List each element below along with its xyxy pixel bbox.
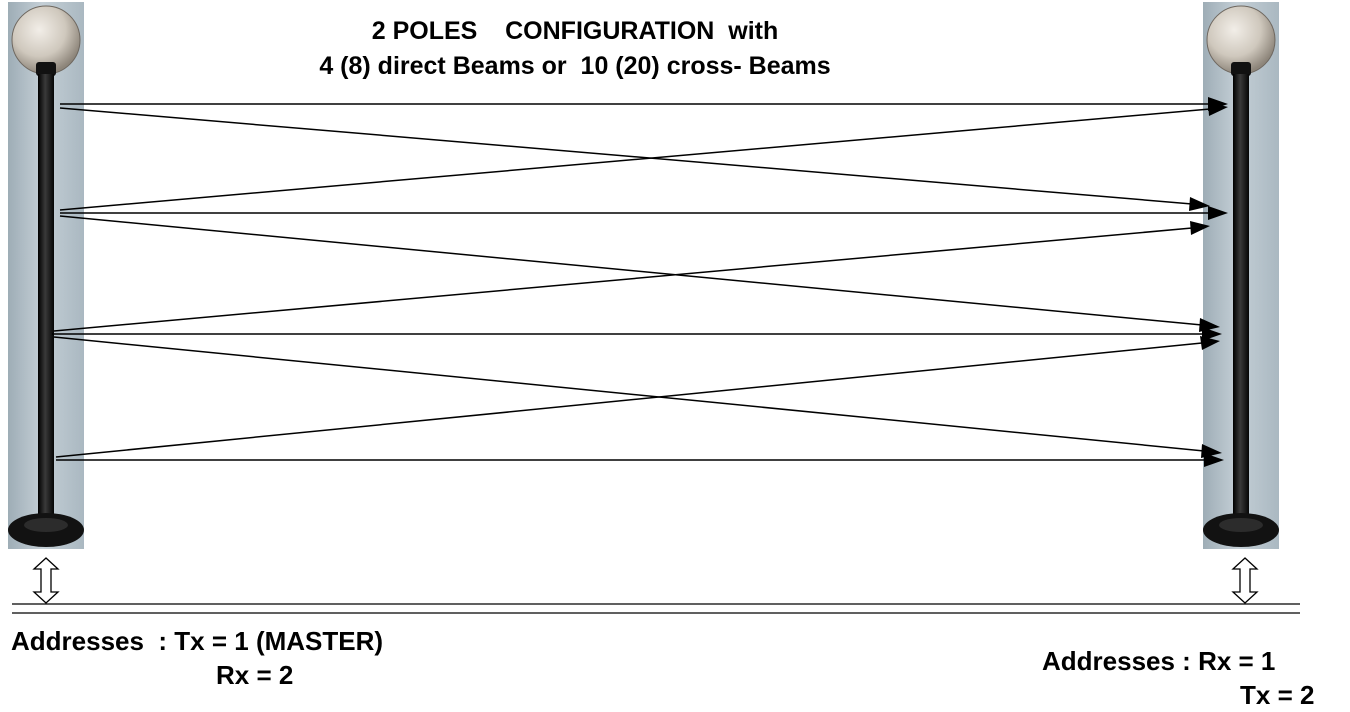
cross-beam-1 [59, 107, 1193, 205]
left-connection-arrow [32, 557, 60, 604]
pole-left-cap [36, 62, 56, 76]
direct-beams [52, 97, 1228, 467]
direct-beam-4-arrowhead [1204, 453, 1224, 467]
diagram-title: 2 POLES CONFIGURATION with 4 (8) direct … [230, 14, 920, 84]
cross-beam-6 [55, 342, 1203, 458]
pole-left [8, 5, 84, 547]
cross-beam-4 [53, 227, 1193, 332]
cross-beams [53, 102, 1228, 458]
pole-left-shaft [38, 74, 54, 519]
pole-right-shaft [1233, 74, 1249, 519]
cross-beam-3-arrowhead [1199, 318, 1220, 332]
title-line-2: 4 (8) direct Beams or 10 (20) cross- Bea… [319, 52, 831, 80]
pole-right-cap [1231, 62, 1251, 76]
direct-beam-2-arrowhead [1208, 206, 1228, 220]
cross-beam-1-arrowhead [1189, 197, 1210, 211]
pole-left-base-highlight [24, 518, 68, 532]
cross-beam-5-arrowhead [1201, 444, 1222, 458]
left-addresses-label: Addresses : Tx = 1 (MASTER) [11, 626, 384, 656]
cross-beam-2 [59, 108, 1211, 211]
direct-beam-3-arrowhead [1202, 327, 1222, 341]
right-addresses-label: Addresses : Rx = 1 [1042, 646, 1276, 676]
pole-right [1203, 5, 1279, 547]
title-line-1: 2 POLES CONFIGURATION with [371, 17, 779, 45]
right-connection-arrow [1231, 557, 1259, 604]
cross-beam-5 [53, 336, 1205, 452]
right-connection-arrow-shape [1231, 557, 1259, 604]
ground-lines [12, 603, 1300, 614]
right-addresses-tx: Tx = 2 [1240, 680, 1315, 710]
cross-beam-2-arrowhead [1208, 102, 1228, 116]
cross-beam-6-arrowhead [1200, 336, 1220, 350]
pole-right-base-highlight [1219, 518, 1263, 532]
left-connection-arrow-shape [32, 557, 60, 604]
left-addresses-rx: Rx = 2 [216, 660, 294, 690]
cross-beam-4-arrowhead [1190, 221, 1210, 235]
cross-beam-3 [59, 215, 1203, 326]
